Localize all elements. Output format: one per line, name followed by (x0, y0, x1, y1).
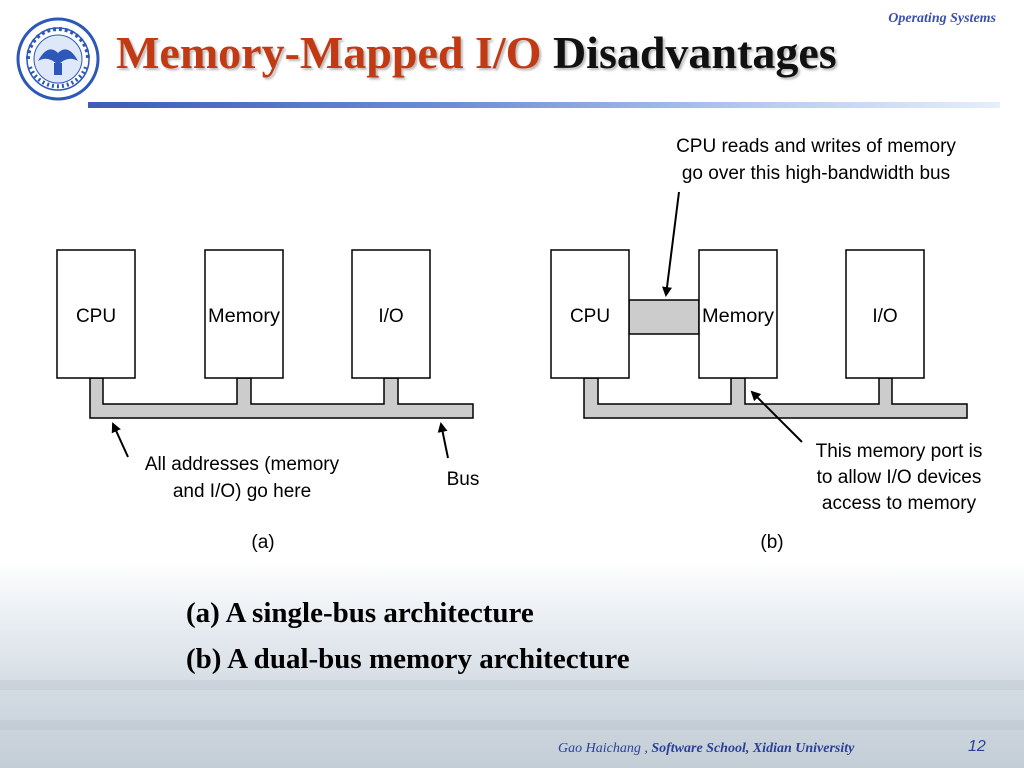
title-emphasis: Disadvantages (552, 27, 837, 78)
background-campus-photo (0, 560, 1024, 768)
panel-label-b: (b) (760, 532, 783, 553)
caption-b: (b) A dual-bus memory architecture (186, 643, 630, 675)
footer-author: Gao Haichang , (558, 741, 648, 756)
address-arrow (111, 422, 129, 458)
caption-a: (a) A single-bus architecture (186, 597, 534, 629)
bus-label: Bus (447, 469, 480, 490)
high-bandwidth-bus (628, 299, 700, 335)
memory-port-arrow (750, 390, 803, 443)
memory-box (698, 249, 778, 379)
background-band (0, 720, 1024, 730)
io-label: I/O (378, 306, 403, 327)
system-bus (89, 377, 474, 419)
memory-port-note-line3: access to memory (822, 493, 977, 514)
title-main: Memory-Mapped I/O (116, 27, 542, 78)
io-box (351, 249, 431, 379)
panel-label-a: (a) (251, 532, 274, 553)
address-note-line1: All addresses (memory (145, 454, 340, 475)
page-number: 12 (968, 738, 986, 755)
cpu-label: CPU (76, 306, 116, 327)
single-bus-diagram: CPU Memory I/O All addresses (memory and… (56, 249, 480, 553)
course-name: Operating Systems (888, 11, 996, 26)
cpu-label: CPU (570, 306, 610, 327)
slide-title: Memory-Mapped I/O Disadvantages (116, 26, 837, 79)
bus-arrow (437, 422, 449, 459)
system-bus (583, 377, 968, 419)
footer-credit: Gao Haichang , Software School, Xidian U… (558, 741, 854, 757)
io-box (845, 249, 925, 379)
high-bandwidth-note-line1: CPU reads and writes of memory (676, 136, 956, 157)
high-bandwidth-note-line2: go over this high-bandwidth bus (682, 163, 950, 184)
cpu-box (56, 249, 136, 379)
memory-label: Memory (702, 306, 775, 327)
bus-architecture-diagram: CPU Memory I/O All addresses (memory and… (56, 136, 983, 553)
university-seal-logo (16, 17, 100, 101)
memory-box (204, 249, 284, 379)
high-bandwidth-arrow (662, 191, 680, 297)
background-band (0, 680, 1024, 690)
address-note-line2: and I/O) go here (173, 481, 311, 502)
memory-port-note-line1: This memory port is (816, 441, 983, 462)
io-label: I/O (872, 306, 897, 327)
footer-school: Software School, Xidian University (651, 741, 855, 756)
title-underline (88, 102, 1000, 108)
dual-bus-diagram: CPU Memory I/O CPU reads and writes of m… (550, 136, 983, 553)
memory-label: Memory (208, 306, 281, 327)
cpu-box (550, 249, 630, 379)
memory-port-note-line2: to allow I/O devices (817, 467, 982, 488)
